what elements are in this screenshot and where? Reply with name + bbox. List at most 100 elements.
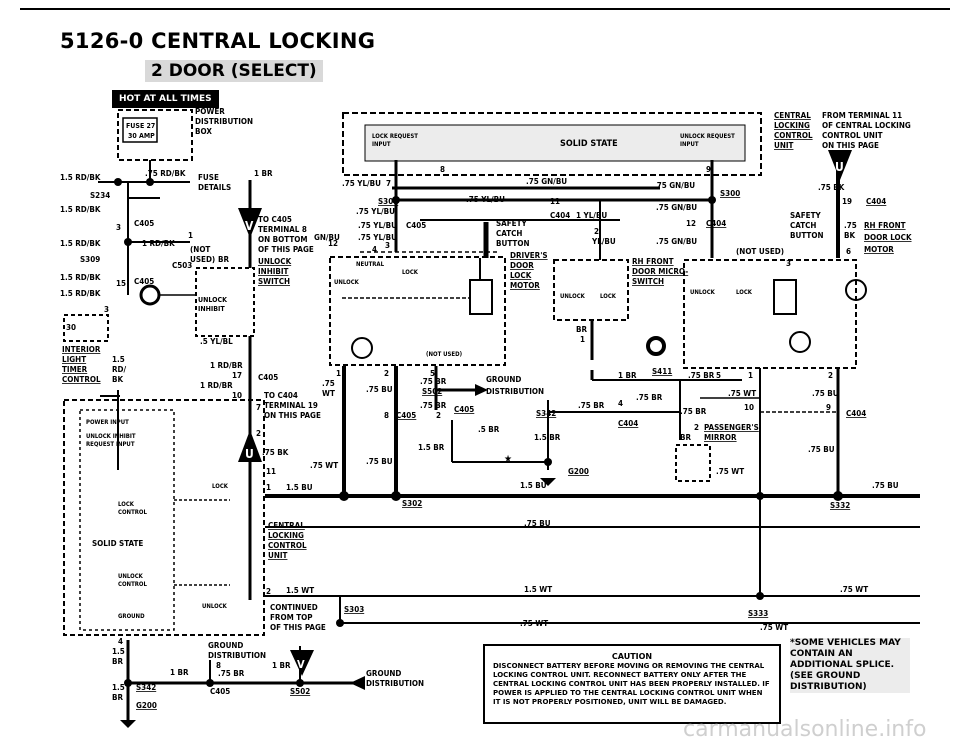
ground-dist: DISTRIBUTION bbox=[366, 679, 424, 688]
lower-label: 5 bbox=[716, 371, 721, 380]
clu-label: UNIT bbox=[268, 551, 288, 560]
ground-g200: G200 bbox=[568, 467, 589, 476]
power-distribution-box bbox=[117, 109, 193, 161]
v-connector-left bbox=[238, 208, 262, 238]
cluster-label: INPUT bbox=[372, 141, 391, 148]
lower-label: 4 bbox=[618, 399, 623, 408]
module-label: SOLID STATE bbox=[92, 539, 143, 548]
connector-c405: C405 bbox=[134, 277, 154, 286]
pin-label: 8 bbox=[440, 165, 445, 174]
to-c404: ON THIS PAGE bbox=[264, 411, 321, 420]
fuse-details: DETAILS bbox=[198, 183, 231, 192]
pin-label: 10 bbox=[232, 391, 242, 400]
connector-c404: C404 bbox=[550, 211, 570, 220]
lower-label: 1 bbox=[336, 369, 341, 378]
page-subtitle: 2 DOOR (SELECT) bbox=[145, 60, 323, 82]
wire-label: 1 BR bbox=[254, 169, 273, 178]
bottom-label: 1 BR bbox=[272, 661, 291, 670]
clu-label: CONTROL bbox=[774, 131, 813, 140]
caution-title: CAUTION bbox=[611, 652, 653, 661]
drivers-door-label: DRIVER'S bbox=[510, 251, 548, 260]
safety-catch: BUTTON bbox=[790, 231, 823, 240]
mirror-label: 2 bbox=[694, 423, 699, 432]
ground-g200: G200 bbox=[136, 701, 157, 710]
fuse-details: FUSE bbox=[198, 173, 219, 182]
lower-label: .75 BU bbox=[366, 385, 393, 394]
u-connector-glyph: U bbox=[835, 160, 844, 174]
lower-label: .75 BR bbox=[688, 371, 715, 380]
connector-c404: C404 bbox=[618, 419, 638, 428]
module-label: UNLOCK INHIBIT bbox=[86, 433, 136, 440]
connector-c404: C404 bbox=[846, 409, 866, 418]
lower-label: 1.5 WT bbox=[524, 585, 552, 594]
connector-c404: C404 bbox=[706, 219, 726, 228]
splice-s302: S302 bbox=[402, 499, 422, 508]
pin-label: 11 bbox=[550, 197, 560, 206]
wire-label: .75 YL/BU bbox=[358, 221, 397, 230]
pin-label: 2 bbox=[256, 429, 261, 438]
interior-timer: TIMER bbox=[62, 365, 88, 374]
drivers-door-label: MOTOR bbox=[510, 281, 540, 290]
unlock-inhibit-switch-label: INHIBIT bbox=[258, 267, 289, 276]
rh-motor-label: DOOR LOCK bbox=[864, 233, 912, 242]
cluster-label: SOLID STATE bbox=[560, 139, 618, 149]
solid-state-cluster bbox=[342, 112, 762, 176]
connector-c405: C405 bbox=[454, 405, 474, 414]
v-connector-bottom bbox=[290, 650, 314, 676]
safety-catch: CATCH bbox=[790, 221, 816, 230]
pin-label: 4 bbox=[372, 245, 377, 254]
wire-label: .75 WT bbox=[310, 461, 338, 470]
rh-motor-label: MOTOR bbox=[864, 245, 894, 254]
wire-label: .75 BU bbox=[812, 389, 839, 398]
wire-label: 1.5 RD/BK bbox=[60, 239, 101, 248]
ground-dist: DISTRIBUTION bbox=[208, 651, 266, 660]
timer-pin: BK bbox=[112, 375, 123, 384]
switch-label: NEUTRAL bbox=[356, 261, 385, 268]
unlock-inhibit-switch bbox=[195, 267, 255, 337]
not-used: (NOT USED) bbox=[426, 351, 462, 358]
pin-label: 3 bbox=[786, 259, 791, 268]
to-c404: TO C404 bbox=[264, 391, 298, 400]
lower-label: 8 bbox=[384, 411, 389, 420]
lower-label: 1 BR bbox=[618, 371, 637, 380]
mirror-label: PASSENGER'S bbox=[704, 423, 759, 432]
u-connector-left bbox=[238, 430, 262, 462]
switch-label: LOCK bbox=[600, 293, 617, 300]
pin-label: 7 bbox=[386, 179, 391, 188]
hot-at-all-times-label: HOT AT ALL TIMES bbox=[112, 90, 219, 108]
module-label: UNLOCK bbox=[202, 603, 228, 610]
pin-label: 1 bbox=[748, 371, 753, 380]
connector-c503: C503 bbox=[172, 261, 192, 270]
safety-catch: SAFETY bbox=[790, 211, 822, 220]
timer-pin: 1.5 bbox=[112, 355, 125, 364]
to-c405: TO C405 bbox=[258, 215, 292, 224]
rh-front-door-microswitch bbox=[553, 259, 629, 321]
power-dist-label-2: DISTRIBUTION bbox=[195, 117, 253, 126]
connector-c405: C405 bbox=[258, 373, 278, 382]
wire-label: .75 GN/BU bbox=[656, 203, 697, 212]
splice-s332: S332 bbox=[830, 501, 850, 510]
lower-label: 1.5 BR bbox=[534, 433, 561, 442]
wire-label: 1.5 RD/BK bbox=[60, 273, 101, 282]
mirror-label: .75 WT bbox=[716, 467, 744, 476]
unlock-inhibit: UNLOCK bbox=[198, 296, 228, 304]
power-dist-label-1: POWER bbox=[195, 107, 225, 116]
v-connector-glyph: V bbox=[297, 658, 305, 671]
bottom-label: .75 BR bbox=[218, 669, 245, 678]
from-terminal: FROM TERMINAL 11 bbox=[822, 111, 902, 120]
not-used: (NOT USED) bbox=[736, 247, 784, 256]
splice-star: ★ bbox=[504, 454, 512, 465]
splice-s301: S301 bbox=[378, 197, 398, 206]
wire-label: .5 YL/BL bbox=[200, 337, 233, 346]
wire-label: .75 BU bbox=[808, 445, 835, 454]
to-c405: ON BOTTOM bbox=[258, 235, 308, 244]
lower-label: .75 BU bbox=[524, 519, 551, 528]
wire-label: 1 YL/BU bbox=[576, 211, 607, 220]
wire-label: .75 GN/BU bbox=[526, 177, 567, 186]
switch-label: UNLOCK bbox=[690, 289, 716, 296]
bottom-label: 4 bbox=[118, 637, 123, 646]
safety-catch: BUTTON bbox=[496, 239, 529, 248]
module-label: CONTROL bbox=[118, 581, 147, 588]
bottom-label: 1.5 bbox=[112, 647, 125, 656]
